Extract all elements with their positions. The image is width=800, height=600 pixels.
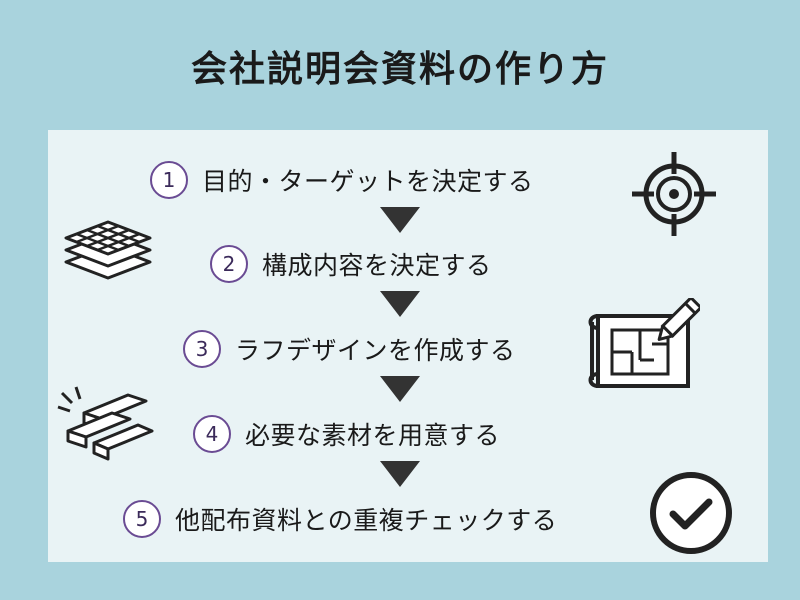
step-label-1: 目的・ターゲットを決定する	[202, 167, 534, 196]
step-5: 5 他配布資料との重複チェックする	[123, 497, 557, 541]
step-number-5: 5	[123, 500, 161, 538]
layers-grid-icon	[64, 220, 152, 280]
steel-beams-icon	[57, 386, 154, 461]
step-3: 3 ラフデザインを作成する	[183, 327, 516, 371]
step-number-2: 2	[210, 245, 248, 283]
step-number-3: 3	[183, 330, 221, 368]
arrow-down-icon	[380, 461, 420, 487]
target-icon	[632, 152, 716, 236]
step-number-1: 1	[150, 161, 188, 199]
step-label-3: ラフデザインを作成する	[235, 336, 516, 365]
arrow-down-icon	[380, 207, 420, 233]
blueprint-pencil-icon	[588, 298, 700, 388]
step-label-5: 他配布資料との重複チェックする	[175, 506, 558, 535]
arrow-down-icon	[380, 291, 420, 317]
step-1: 1 目的・ターゲットを決定する	[150, 158, 534, 202]
arrow-down-icon	[380, 376, 420, 402]
step-2: 2 構成内容を決定する	[210, 242, 492, 286]
step-4: 4 必要な素材を用意する	[193, 412, 500, 456]
step-number-4: 4	[193, 415, 231, 453]
step-label-4: 必要な素材を用意する	[245, 421, 501, 450]
checkmark-circle-icon	[650, 472, 732, 554]
step-label-2: 構成内容を決定する	[262, 251, 492, 280]
page-title: 会社説明会資料の作り方	[190, 49, 609, 90]
